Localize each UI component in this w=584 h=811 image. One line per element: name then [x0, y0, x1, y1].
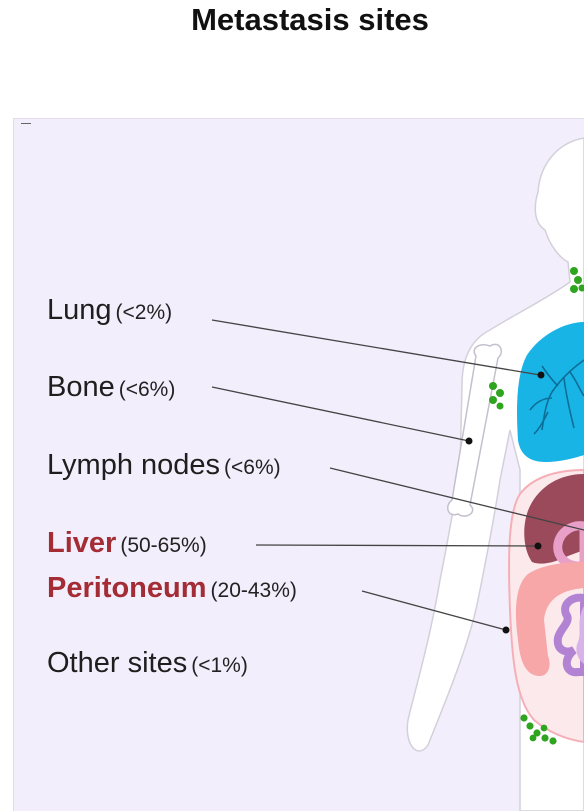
endpoint-lung — [538, 372, 545, 379]
label-lymph-nodes: Lymph nodes(<6%) — [47, 451, 281, 480]
label-other-sites: Other sites(<1%) — [47, 649, 248, 678]
leader-line-liver — [256, 545, 538, 546]
site-percent: (<6%) — [224, 456, 281, 479]
site-percent: (20-43%) — [211, 579, 297, 602]
site-name: Lymph nodes — [47, 449, 220, 481]
leader-line-bone — [212, 387, 469, 441]
site-percent: (<6%) — [119, 378, 176, 401]
site-name: Liver — [47, 527, 116, 559]
site-percent: (<1%) — [191, 654, 248, 677]
site-name: Other sites — [47, 647, 187, 679]
site-percent: (<2%) — [116, 301, 173, 324]
label-bone: Bone(<6%) — [47, 373, 175, 402]
endpoint-bone — [466, 438, 473, 445]
site-name: Lung — [47, 294, 112, 326]
site-percent: (50-65%) — [120, 534, 206, 557]
site-name: Bone — [47, 371, 115, 403]
endpoint-liver — [535, 543, 542, 550]
site-name: Peritoneum — [47, 572, 207, 604]
label-lung: Lung(<2%) — [47, 296, 172, 325]
label-peritoneum: Peritoneum(20-43%) — [47, 574, 297, 603]
label-liver: Liver(50-65%) — [47, 529, 207, 558]
endpoint-peritoneum — [503, 627, 510, 634]
